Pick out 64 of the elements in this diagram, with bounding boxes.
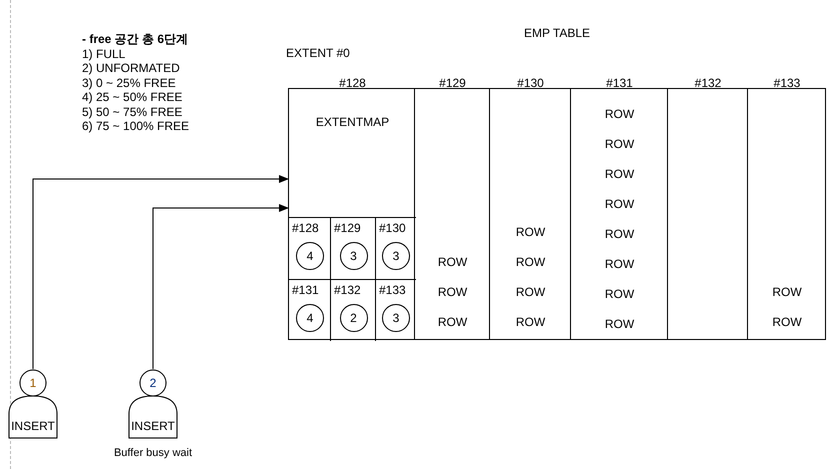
row-label: ROW	[514, 315, 546, 329]
row-label: ROW	[771, 285, 803, 299]
cell-label: #131	[292, 283, 319, 297]
step-number: 2	[148, 376, 158, 390]
person-label: INSERT	[10, 419, 56, 433]
level-number: 4	[306, 311, 314, 325]
column-header: #131	[605, 76, 634, 90]
row-label: ROW	[514, 255, 546, 269]
row-label: ROW	[604, 317, 636, 331]
row-label: ROW	[604, 167, 636, 181]
extent-cell	[331, 217, 376, 279]
row-label: ROW	[436, 285, 468, 299]
level-number: 3	[392, 249, 400, 263]
note-line: 4) 25 ~ 50% FREE	[82, 90, 182, 104]
level-circle	[340, 242, 368, 270]
row-label: ROW	[604, 287, 636, 301]
level-circle	[382, 242, 410, 270]
note-line: 2) UNFORMATED	[82, 61, 180, 75]
connector-arrow	[152, 204, 289, 370]
extent-cell	[331, 279, 376, 341]
level-circle	[296, 242, 324, 270]
row-label: ROW	[604, 257, 636, 271]
level-circle	[340, 304, 368, 332]
cell-label: #128	[292, 221, 319, 235]
row-label: ROW	[436, 255, 468, 269]
note-line: 6) 75 ~ 100% FREE	[82, 119, 190, 133]
extent-cell	[289, 217, 331, 279]
note-line: 1) FULL	[82, 47, 126, 61]
level-circle	[296, 304, 324, 332]
level-number: 4	[306, 249, 314, 263]
extent-cell	[289, 279, 331, 341]
node-label: Buffer busy wait	[112, 446, 194, 460]
level-number: 3	[349, 249, 358, 263]
table-title: EMP TABLE	[522, 26, 592, 40]
cell-label: #130	[379, 221, 406, 235]
note-line: - free 공간 총 6단계	[82, 32, 188, 46]
column-header: #133	[772, 76, 802, 90]
column-header: #129	[438, 76, 467, 90]
step-number: 1	[28, 376, 38, 390]
person-shape	[128, 369, 178, 438]
column-header: #128	[338, 76, 367, 90]
extent-label: EXTENT #0	[286, 46, 350, 60]
cell-label: #129	[334, 221, 361, 235]
row-label: ROW	[604, 137, 636, 151]
row-label: ROW	[514, 285, 546, 299]
person-label: INSERT	[130, 419, 176, 433]
row-label: ROW	[514, 225, 546, 239]
note-line: 5) 50 ~ 75% FREE	[82, 105, 182, 119]
row-label: ROW	[771, 315, 803, 329]
column-header: #130	[516, 76, 545, 90]
row-label: ROW	[436, 315, 468, 329]
column-header: #132	[694, 76, 722, 90]
level-circle	[382, 304, 410, 332]
level-number: 3	[392, 311, 400, 325]
note-line: 3) 0 ~ 25% FREE	[82, 76, 176, 90]
connector-arrow	[32, 175, 289, 370]
cell-label: #132	[334, 283, 361, 297]
cell-label: #133	[379, 283, 406, 297]
map-label: EXTENTMAP	[314, 115, 390, 129]
row-label: ROW	[604, 197, 636, 211]
row-label: ROW	[604, 107, 636, 121]
level-number: 2	[349, 311, 358, 325]
row-label: ROW	[604, 227, 636, 241]
person-shape	[8, 369, 58, 438]
